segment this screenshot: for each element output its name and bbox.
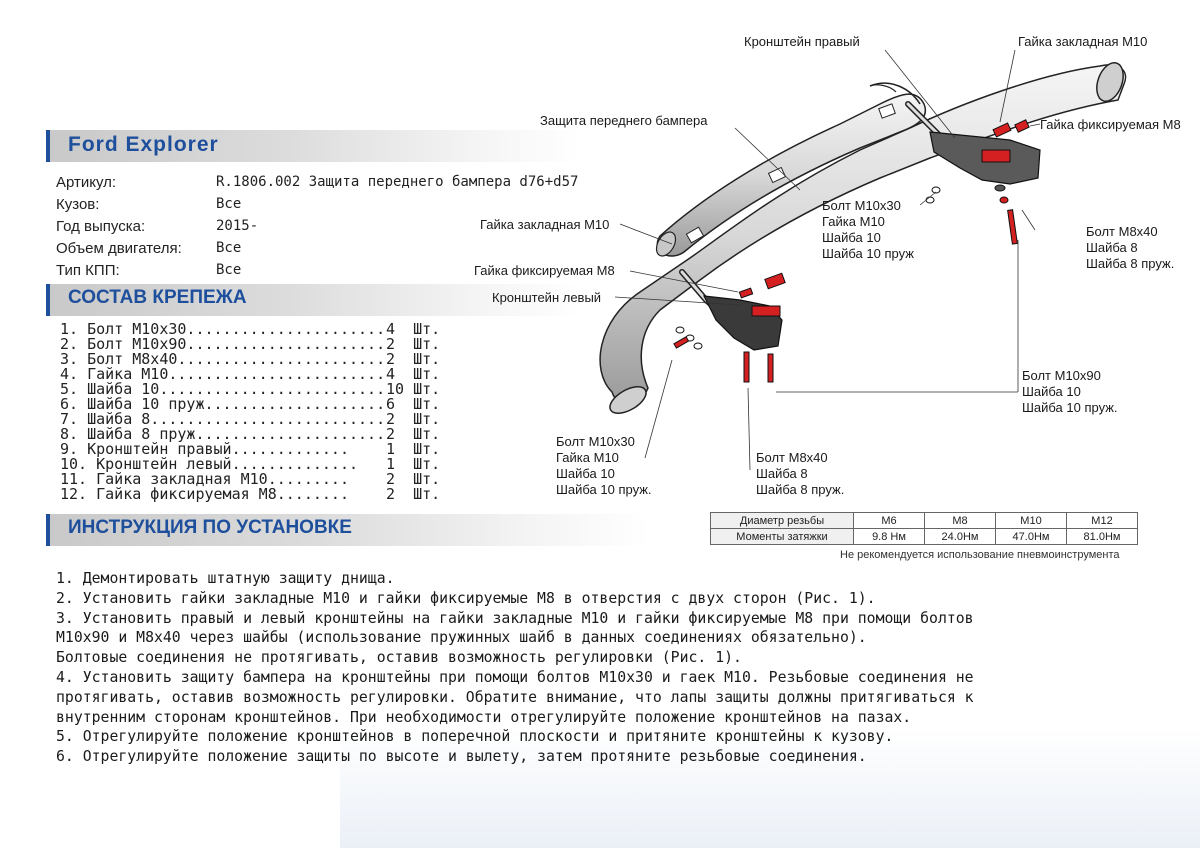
info-label: Артикул: — [56, 174, 117, 191]
leader-lines — [614, 49, 1041, 471]
label-group-right-m8: Болт М8х40 Шайба 8 Шайба 8 пруж. — [1086, 224, 1175, 271]
info-row-gearbox: Тип КПП: Все — [56, 262, 241, 279]
instructions-body: 1. Демонтировать штатную защиту днища. 2… — [56, 569, 1156, 767]
instruction-line: протягивать, оставив возможность регулир… — [56, 688, 974, 706]
info-value: R.1806.002 Защита переднего бампера d76+… — [216, 174, 579, 190]
instruction-line: внутренним сторонам кронштейнов. При нео… — [56, 708, 912, 726]
table-cell: М6 — [853, 512, 925, 529]
instruction-line: 5. Отрегулируйте положение кронштейнов в… — [56, 728, 894, 746]
instruction-line: М10х90 и М8х40 через шайбы (использовани… — [56, 629, 867, 647]
model-title: Ford Explorer — [68, 133, 219, 156]
label-front-guard: Защита переднего бампера — [540, 113, 708, 128]
instruction-line: 3. Установить правый и левый кронштейны … — [56, 609, 974, 627]
table-cell: М8 — [924, 512, 996, 529]
table-header-cell: Диаметр резьбы — [710, 512, 854, 529]
label-nut-weld-m10-top: Гайка закладная М10 — [1018, 34, 1148, 49]
info-label: Объем двигателя: — [56, 240, 182, 257]
list-item: 7. Шайба 8..........................2 Шт… — [60, 410, 441, 428]
list-item: 3. Болт М8х40.......................2 Шт… — [60, 350, 441, 368]
list-item: 5. Шайба 10.........................10 Ш… — [60, 380, 441, 398]
list-item: 4. Гайка М10........................4 Шт… — [60, 365, 441, 383]
info-value: 2015- — [216, 218, 259, 234]
guard-upper-tube — [655, 82, 927, 257]
torque-table: Диаметр резьбы М6 М8 М10 М12 Моменты зат… — [710, 512, 1138, 545]
list-item: 9. Кронштейн правый.............1 Шт. — [60, 440, 441, 458]
instructions-header: ИНСТРУКЦИЯ ПО УСТАНОВКЕ — [46, 514, 650, 546]
label-group-left-m10x30: Болт М10х30 Гайка М10 Шайба 10 Шайба 10 … — [556, 434, 652, 497]
fasteners-title: СОСТАВ КРЕПЕЖА — [68, 287, 247, 308]
list-item: 12. Гайка фиксируемая М8........2 Шт. — [60, 485, 441, 503]
info-row-article: Артикул: R.1806.002 Защита переднего бам… — [56, 174, 578, 191]
info-label: Год выпуска: — [56, 218, 146, 235]
table-cell: М12 — [1066, 512, 1138, 529]
label-nut-weld-m10-left: Гайка закладная М10 — [480, 217, 610, 232]
label-nut-fixed-m8-right: Гайка фиксируемая М8 — [1040, 117, 1181, 132]
list-item: 2. Болт М10х90......................2 Шт… — [60, 335, 441, 353]
bracket-right — [925, 119, 1041, 245]
label-group-left-m8: Болт М8х40 Шайба 8 Шайба 8 пруж. — [756, 450, 845, 497]
instructions-title: ИНСТРУКЦИЯ ПО УСТАНОВКЕ — [68, 517, 352, 538]
info-row-engine: Объем двигателя: Все — [56, 240, 241, 257]
label-bracket-right: Кронштейн правый — [744, 34, 860, 49]
instruction-line: 2. Установить гайки закладные М10 и гайк… — [56, 589, 876, 607]
table-cell: 24.0Нм — [924, 528, 996, 545]
instruction-line: Болтовые соединения не протягивать, оста… — [56, 649, 742, 667]
table-cell: 47.0Нм — [995, 528, 1067, 545]
table-row: Диаметр резьбы М6 М8 М10 М12 — [710, 512, 1138, 529]
fasteners-header: СОСТАВ КРЕПЕЖА — [46, 284, 580, 316]
info-label: Тип КПП: — [56, 262, 120, 279]
label-group-right-m10x90: Болт М10х90 Шайба 10 Шайба 10 пруж. — [1022, 368, 1118, 415]
instruction-line: 1. Демонтировать штатную защиту днища. — [56, 570, 395, 587]
model-header: Ford Explorer — [46, 130, 580, 162]
list-item: 10. Кронштейн левый..............1 Шт. — [60, 455, 441, 473]
list-item: 1. Болт М10х30......................4 Шт… — [60, 320, 441, 338]
list-item: 6. Шайба 10 пруж....................6 Шт… — [60, 395, 441, 413]
info-row-year: Год выпуска: 2015- — [56, 218, 258, 235]
label-group-center: Болт М10х30 Гайка М10 Шайба 10 Шайба 10 … — [822, 198, 914, 261]
label-bracket-left: Кронштейн левый — [492, 290, 602, 305]
info-label: Кузов: — [56, 196, 100, 213]
table-cell: 9.8 Нм — [853, 528, 925, 545]
list-item: 8. Шайба 8 пруж.....................2 Шт… — [60, 425, 441, 443]
instruction-line: 4. Установить защиту бампера на кронштей… — [56, 668, 974, 686]
page-background-tint — [340, 728, 1200, 848]
info-value: Все — [216, 262, 242, 278]
torque-note: Не рекомендуется использование пневмоинс… — [840, 549, 1120, 561]
instruction-line: 6. Отрегулируйте положение защиты по выс… — [56, 748, 867, 766]
table-header-cell: Моменты затяжки — [710, 528, 854, 545]
list-item: 11. Гайка закладная М10.........2 Шт. — [60, 470, 441, 488]
bracket-left — [673, 272, 786, 383]
table-cell: 81.0Нм — [1066, 528, 1138, 545]
label-nut-fixed-m8-left: Гайка фиксируемая М8 — [474, 263, 615, 278]
info-row-body: Кузов: Все — [56, 196, 241, 213]
info-value: Все — [216, 240, 242, 256]
guard-main-tube — [599, 62, 1127, 414]
info-value: Все — [216, 196, 242, 212]
table-cell: М10 — [995, 512, 1067, 529]
table-row: Моменты затяжки 9.8 Нм 24.0Нм 47.0Нм 81.… — [710, 528, 1138, 545]
